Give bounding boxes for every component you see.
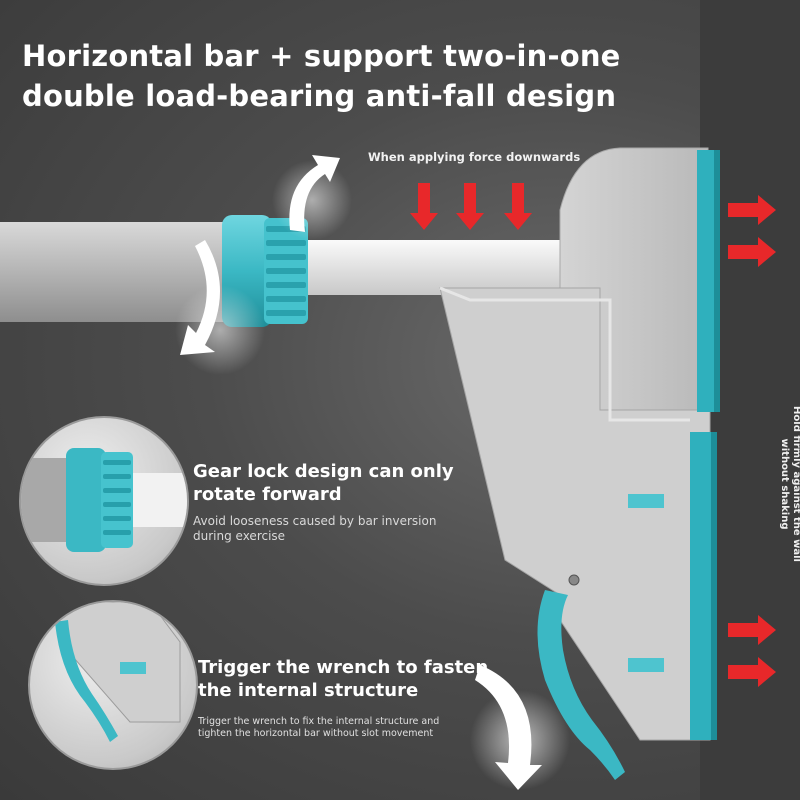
- feature-gear-description-line-1: Avoid looseness caused by bar inversion: [193, 514, 437, 528]
- feature-trigger-heading: Trigger the wrench to fasten the interna…: [198, 656, 498, 702]
- wall-pad-lower: [690, 432, 717, 740]
- force-label: When applying force downwards: [368, 150, 581, 164]
- rotation-arrows: [175, 155, 570, 790]
- trigger-wrench: [537, 590, 625, 780]
- feature-gear-description: Avoid looseness caused by bar inversion …: [193, 514, 513, 544]
- feature-gear-lock: Gear lock design can only rotate forward…: [193, 460, 513, 544]
- title-line-2: double load-bearing anti-fall design: [22, 79, 617, 113]
- feature-trigger-description-line-1: Trigger the wrench to fix the internal s…: [198, 716, 440, 727]
- feature-trigger-heading-line-2: the internal structure: [198, 680, 419, 701]
- trigger-detail-circle: [28, 600, 198, 770]
- feature-gear-description-line-2: during exercise: [193, 529, 286, 543]
- red-arrows-right: [728, 195, 776, 687]
- feature-trigger-description-line-2: tighten the horizontal bar without slot …: [198, 728, 434, 739]
- pivot-screw: [568, 574, 580, 586]
- wall-label: Hold firmly against the wall without sha…: [779, 406, 800, 562]
- feature-gear-heading: Gear lock design can only rotate forward: [193, 460, 513, 506]
- page-title: Horizontal bar + support two-in-one doub…: [22, 36, 662, 116]
- indicator-upper: [628, 494, 664, 508]
- inner-bar: [295, 240, 575, 295]
- feature-gear-heading-line-2: rotate forward: [193, 484, 342, 505]
- red-arrows-down: [410, 183, 532, 230]
- bracket-body: [439, 287, 711, 741]
- feature-trigger-heading-line-1: Trigger the wrench to fasten: [198, 657, 489, 678]
- feature-gear-heading-line-1: Gear lock design can only: [193, 461, 454, 482]
- wall-pad-upper: [697, 150, 720, 412]
- feature-trigger-wrench: Trigger the wrench to fasten the interna…: [198, 656, 498, 740]
- title-line-1: Horizontal bar + support two-in-one: [22, 39, 621, 73]
- indicator-lower: [628, 658, 664, 672]
- gear-detail-circle: [19, 416, 189, 586]
- feature-trigger-description: Trigger the wrench to fix the internal s…: [198, 716, 498, 740]
